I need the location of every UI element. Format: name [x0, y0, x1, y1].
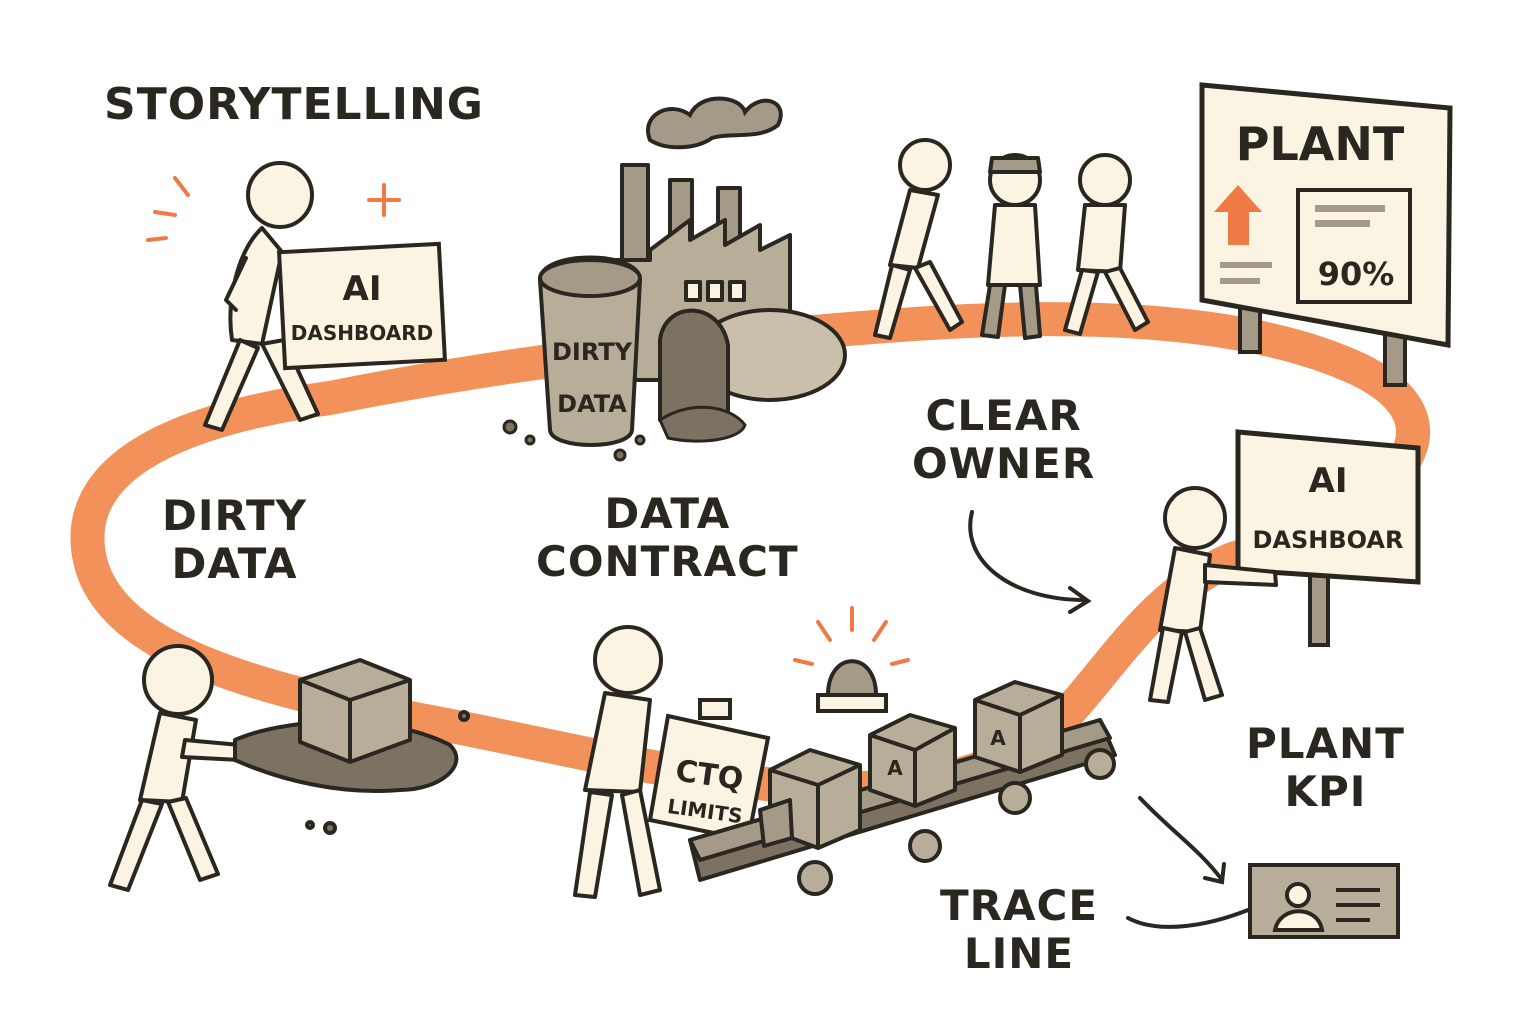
presenter-board-line2: DASHBOAR — [1253, 526, 1404, 554]
label-trace-line: TRACE LINE — [940, 882, 1098, 979]
label-plant-kpi-line1: PLANT — [1246, 720, 1405, 768]
label-plant-kpi-line2: KPI — [1246, 768, 1405, 816]
barrel-icon: DIRTY DATA — [540, 258, 640, 446]
label-plant-kpi: PLANT KPI — [1246, 720, 1405, 817]
clear-owner-arrow — [970, 512, 1085, 600]
presenter-board: AI DASHBOAR — [1238, 432, 1418, 645]
billboard-title: PLANT — [1236, 117, 1405, 171]
label-dirty-data-line1: DIRTY — [162, 492, 307, 540]
label-storytelling: STORYTELLING — [104, 80, 484, 131]
label-clear-owner-line1: CLEAR — [912, 392, 1095, 440]
barrel-label-line2: DATA — [557, 390, 627, 418]
trace-line-connector — [1128, 910, 1248, 927]
smoke-cloud-icon — [648, 99, 781, 148]
plant-kpi-arrow — [1140, 798, 1222, 880]
conveyor-crates — [760, 682, 1062, 848]
label-data-contract: DATA CONTRACT — [536, 490, 799, 587]
billboard-value: 90% — [1318, 255, 1395, 293]
storyteller-board: AI DASHBOARD — [279, 244, 445, 368]
label-dirty-data-line2: DATA — [162, 540, 307, 588]
alarm-light-icon — [795, 608, 908, 711]
label-trace-line-line1: TRACE — [940, 882, 1098, 930]
label-data-contract-line2: CONTRACT — [536, 538, 799, 586]
crate-mark-1: A — [887, 756, 903, 780]
label-dirty-data: DIRTY DATA — [162, 492, 307, 589]
storyteller-board-line1: AI — [343, 269, 382, 309]
storyteller-board-line2: DASHBOARD — [291, 321, 433, 345]
crate-mark-2: A — [990, 726, 1006, 750]
label-data-contract-line1: DATA — [536, 490, 799, 538]
kpi-card-icon — [1250, 865, 1398, 937]
presenter-board-line1: AI — [1309, 461, 1348, 501]
label-trace-line-line2: LINE — [940, 930, 1098, 978]
clipboard-sign: CTQ LIMITS — [650, 700, 768, 840]
label-clear-owner: CLEAR OWNER — [912, 392, 1095, 489]
label-clear-owner-line2: OWNER — [912, 440, 1095, 488]
barrel-label-line1: DIRTY — [552, 338, 633, 366]
